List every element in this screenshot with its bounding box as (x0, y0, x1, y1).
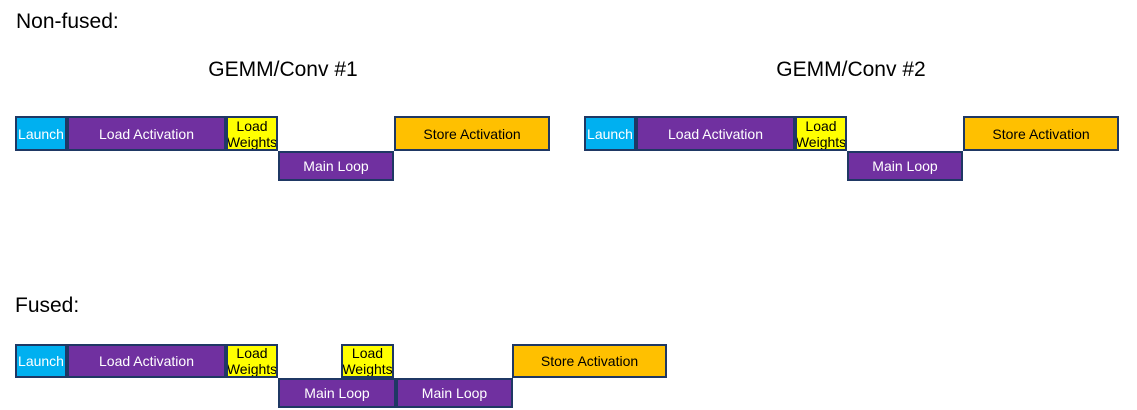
fused-load-weights-1-block: Load Weights (226, 344, 278, 378)
nonfused2-load-weights-block: Load Weights (795, 116, 847, 151)
nonfused2-load-activation-block: Load Activation (636, 116, 795, 151)
gemm-conv-1-title: GEMM/Conv #1 (208, 58, 358, 81)
fused-load-activation-block: Load Activation (67, 344, 226, 378)
fused-section-label: Fused: (15, 294, 80, 317)
fused-main-loop-2-block: Main Loop (396, 378, 513, 408)
fused-load-weights-2-block: Load Weights (341, 344, 394, 378)
nonfused1-launch-block: Launch (15, 116, 67, 151)
non-fused-section-label: Non-fused: (16, 10, 119, 33)
nonfused1-load-weights-block: Load Weights (226, 116, 278, 151)
fused-launch-block: Launch (15, 344, 67, 378)
nonfused1-store-activation-block: Store Activation (394, 116, 550, 151)
nonfused1-load-activation-block: Load Activation (67, 116, 226, 151)
nonfused2-launch-block: Launch (584, 116, 636, 151)
nonfused1-main-loop-block: Main Loop (278, 151, 394, 181)
nonfused2-store-activation-block: Store Activation (963, 116, 1119, 151)
fused-store-activation-block: Store Activation (512, 344, 667, 378)
gemm-conv-2-title: GEMM/Conv #2 (776, 58, 926, 81)
fused-main-loop-1-block: Main Loop (278, 378, 396, 408)
nonfused2-main-loop-block: Main Loop (847, 151, 963, 181)
